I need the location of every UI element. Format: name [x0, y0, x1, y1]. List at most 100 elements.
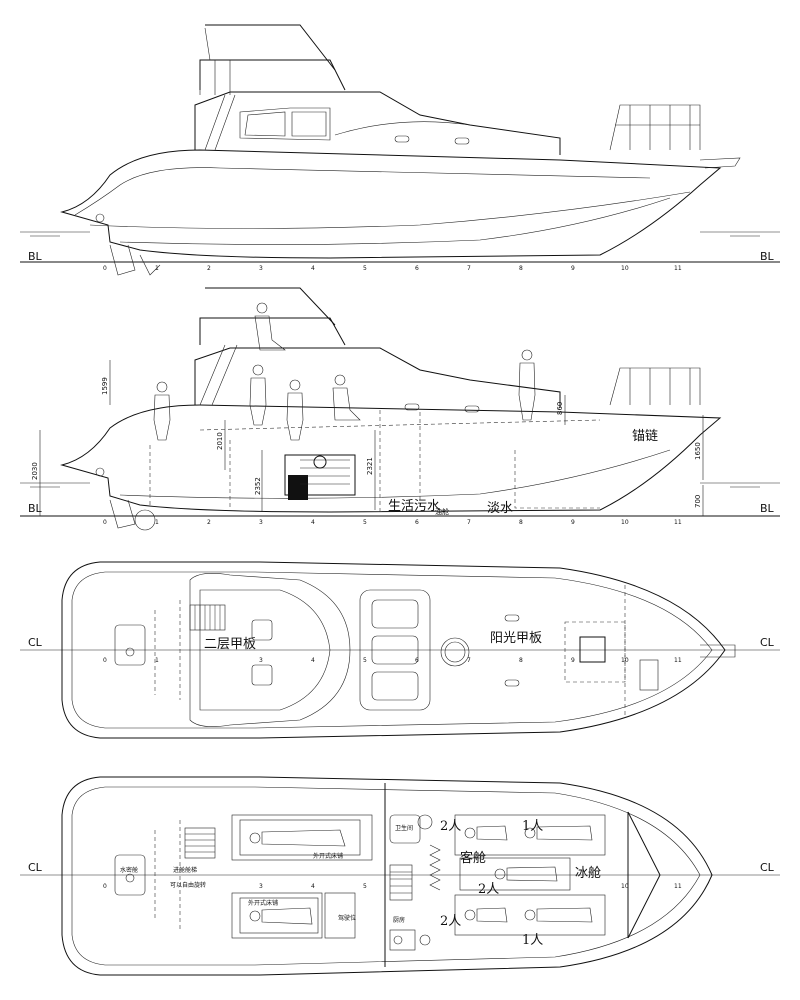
frame-label: 1 [155, 657, 159, 664]
frame-label: 0 [103, 657, 107, 664]
frame-label: 11 [674, 883, 682, 890]
frame-label: 8 [519, 657, 523, 664]
passenger-cabin-label: 客舱 [460, 850, 486, 866]
person-icon [524, 907, 593, 923]
cl-label-left-2: CL [28, 861, 43, 874]
hull-outline [60, 149, 722, 259]
person-icon [332, 374, 361, 421]
berth-bottom-label: 外开式床铺 [248, 899, 278, 907]
galley-label: 厨房 [393, 916, 405, 924]
dimension-annotations: 1599 860 1650 2030 2010 2352 2321 700 [31, 360, 704, 516]
frame-label: 0 [103, 519, 107, 526]
frame-ticks-deck: 0 1 3 4 5 6 7 8 9 10 11 [103, 657, 682, 664]
person-icon [518, 349, 536, 421]
frame-label: 6 [415, 265, 419, 272]
frame-label: 4 [311, 519, 315, 526]
person-icon [464, 907, 508, 923]
frame-label: 0 [103, 883, 107, 890]
frame-label: 11 [674, 657, 682, 664]
frame-ticks-top: 0 1 2 3 4 5 6 7 8 9 10 11 [103, 265, 682, 272]
frame-label: 6 [415, 657, 419, 664]
frame-label: 11 [674, 265, 682, 272]
deck-hatch-square [579, 636, 606, 663]
two-person-label-bottom: 2人 [440, 914, 461, 929]
ice-hold-label: 冰舱 [575, 866, 601, 881]
person-figures [153, 302, 536, 441]
frame-ticks-cabin: 0 3 4 5 10 11 [103, 883, 682, 890]
sewage-tank-label: 油舱 [435, 507, 449, 516]
person-figures-lying [249, 825, 593, 925]
frame-label: 11 [674, 519, 682, 526]
frame-label: 8 [519, 265, 523, 272]
bl-label-left-2: BL [28, 502, 43, 515]
person-icon [249, 907, 313, 925]
frame-label: 7 [467, 265, 471, 272]
one-person-label-bottom: 1人 [522, 933, 543, 948]
dim-2321: 2321 [366, 457, 374, 475]
frame-label: 9 [571, 519, 575, 526]
frame-label: 2 [207, 265, 211, 272]
deck-plan-view: 二层甲板 阳光甲板 CL CL 0 1 3 4 5 6 7 8 9 10 11 [20, 561, 780, 739]
bl-label-right: BL [760, 250, 775, 263]
frame-ticks-inboard: 0 1 2 3 4 5 6 7 8 9 10 11 [103, 519, 682, 526]
hull-outline-2 [60, 404, 722, 513]
frame-label: 6 [415, 519, 419, 526]
bathroom-label: 卫生间 [395, 824, 413, 832]
deck-outline [61, 561, 726, 739]
frame-label: 2 [207, 519, 211, 526]
stair-note-label: 进舱舱梯 [173, 866, 197, 874]
sun-deck-label: 阳光甲板 [490, 631, 542, 646]
deck-hatch-icon [440, 637, 470, 667]
profile-inboard-view: 1599 860 1650 2030 2010 2352 2321 700 锚链… [20, 287, 780, 531]
person-icon [249, 364, 267, 426]
person-icon [254, 302, 286, 351]
frame-label: 5 [363, 657, 367, 664]
cl-label-right-2: CL [760, 861, 775, 874]
cl-label-left: CL [28, 636, 43, 649]
dim-700: 700 [694, 495, 702, 508]
superstructure [194, 91, 561, 155]
person-icon [464, 825, 508, 841]
frame-label: 8 [519, 519, 523, 526]
cabin-outline [61, 776, 713, 976]
frame-label: 3 [259, 657, 263, 664]
dim-2352: 2352 [254, 477, 262, 495]
frame-label: 10 [621, 519, 629, 526]
flybridge [199, 59, 346, 91]
two-person-label-mid: 2人 [478, 882, 499, 897]
helm-seat-label: 驾驶位 [338, 914, 356, 922]
sink-icon [417, 814, 433, 830]
frame-label: 7 [467, 519, 471, 526]
person-icon [524, 825, 593, 841]
frame-label: 4 [311, 265, 315, 272]
dim-1599: 1599 [101, 377, 109, 395]
stair-note2-label: 可以自由旋转 [170, 881, 206, 889]
bl-label-left: BL [28, 250, 43, 263]
two-person-label-top: 2人 [440, 819, 461, 834]
frame-label: 9 [571, 265, 575, 272]
cl-label-right: CL [760, 636, 775, 649]
berth-top-label: 外开式床铺 [313, 852, 343, 860]
frame-label: 5 [363, 519, 367, 526]
cabin-plan-view: 卫生间 2人 1人 客舱 2人 冰舱 2人 1人 外开式床铺 外开式床铺 厨房 … [20, 776, 780, 976]
person-icon [494, 866, 558, 882]
one-person-label-top: 1人 [522, 819, 543, 834]
person-icon [286, 379, 304, 441]
frame-label: 0 [103, 265, 107, 272]
dim-860: 860 [556, 402, 564, 415]
frame-label: 4 [311, 883, 315, 890]
person-icon [153, 381, 171, 441]
anchor-chain-label: 锚链 [632, 429, 658, 444]
dim-2010: 2010 [216, 432, 224, 450]
frame-label: 5 [363, 265, 367, 272]
frame-label: 5 [363, 883, 367, 890]
frame-label: 10 [621, 265, 629, 272]
frame-label: 3 [259, 883, 263, 890]
frame-label: 4 [311, 657, 315, 664]
frame-label: 1 [155, 265, 159, 272]
frame-label: 1 [155, 519, 159, 526]
person-icon [249, 829, 346, 847]
second-deck-label: 二层甲板 [204, 637, 256, 652]
dim-1650: 1650 [694, 442, 702, 460]
